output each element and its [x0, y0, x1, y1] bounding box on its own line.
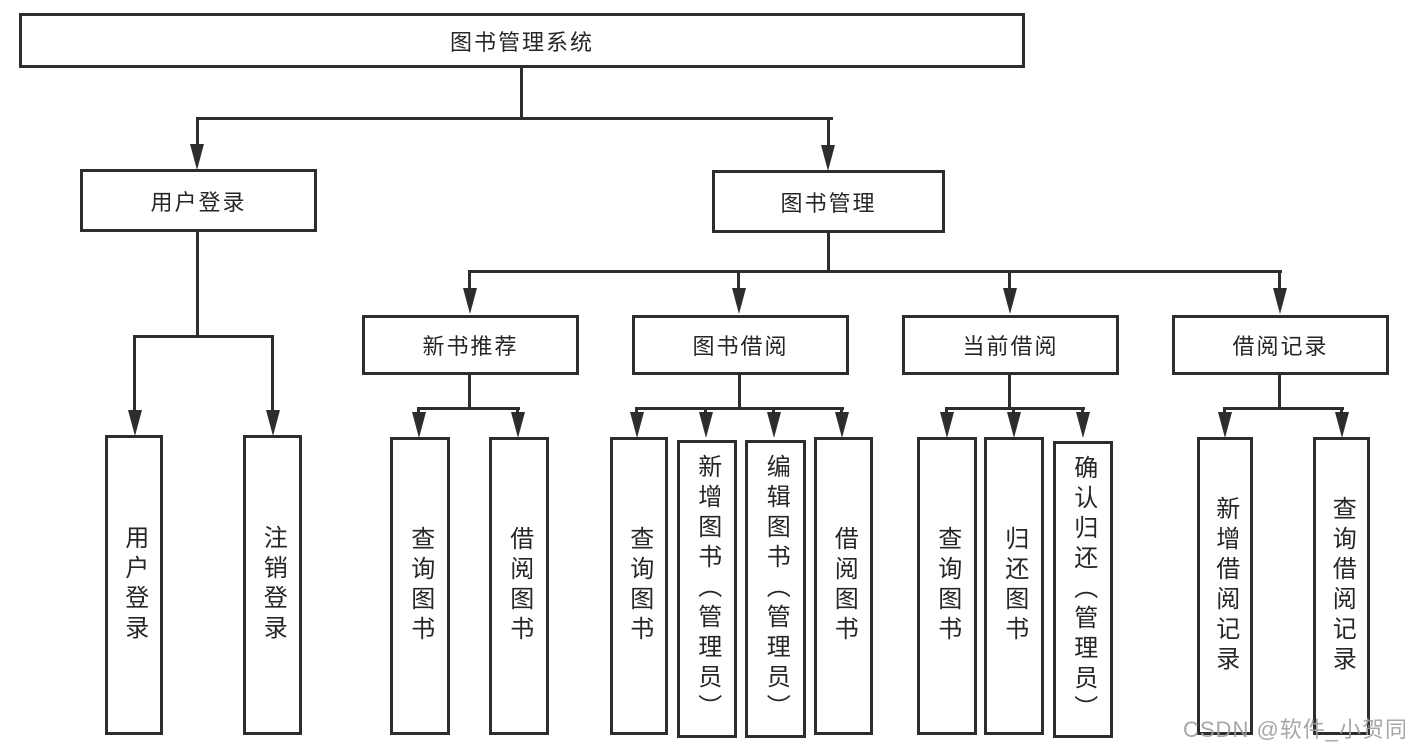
- connector-line: [772, 407, 775, 415]
- arrow-down-icon: [821, 145, 835, 171]
- leaf-query-borrow-record-label: 查询借阅记录: [1328, 496, 1356, 676]
- csdn-watermark: CSDN @软件_小贺同学: [1183, 717, 1405, 742]
- connector-line: [840, 407, 843, 415]
- connector-line: [945, 407, 948, 415]
- node-root: 图书管理系统: [19, 13, 1025, 68]
- connector-line: [133, 335, 136, 412]
- leaf-user-login: 用户登录: [105, 435, 163, 735]
- leaf-return-books-label: 归还图书: [1000, 526, 1028, 646]
- connector-line: [945, 407, 1085, 410]
- connector-line: [635, 407, 638, 415]
- node-user-login-label: 用户登录: [150, 189, 247, 215]
- arrow-down-icon: [699, 412, 713, 438]
- node-book-management: 图书管理: [712, 170, 945, 233]
- leaf-return-books: 归还图书: [984, 437, 1044, 735]
- node-current-borrowing: 当前借阅: [902, 315, 1119, 375]
- connector-line: [1340, 407, 1343, 415]
- connector-line: [196, 230, 199, 337]
- leaf-add-books-admin: 新增图书（管理员）: [677, 440, 737, 738]
- arrow-down-icon: [463, 288, 477, 314]
- node-new-book-recommend: 新书推荐: [362, 315, 579, 375]
- leaf-confirm-return-admin: 确认归还（管理员）: [1053, 441, 1113, 738]
- connector-line: [1223, 407, 1344, 410]
- leaf-query-books-2-label: 查询图书: [625, 526, 653, 646]
- node-new-book-recommend-label: 新书推荐: [422, 334, 519, 359]
- leaf-logout-label: 注销登录: [259, 525, 287, 645]
- arrow-down-icon: [1076, 412, 1090, 438]
- node-book-borrowing: 图书借阅: [632, 315, 849, 375]
- leaf-add-borrow-record: 新增借阅记录: [1197, 437, 1253, 735]
- connector-line: [635, 407, 844, 410]
- connector-line: [1012, 407, 1015, 415]
- connector-line: [417, 407, 520, 410]
- connector-line: [468, 373, 471, 409]
- connector-line: [738, 373, 741, 409]
- arrow-down-icon: [1335, 412, 1349, 438]
- arrow-down-icon: [128, 410, 142, 436]
- connector-line: [827, 117, 830, 146]
- connector-line: [196, 117, 833, 120]
- connector-line: [133, 335, 274, 338]
- arrow-down-icon: [940, 412, 954, 438]
- leaf-borrow-books-2-label: 借阅图书: [830, 526, 858, 646]
- connector-line: [1008, 373, 1011, 409]
- arrow-down-icon: [1003, 288, 1017, 314]
- connector-line: [1278, 270, 1281, 290]
- connector-line: [417, 407, 420, 415]
- leaf-borrow-books-1-label: 借阅图书: [505, 526, 533, 646]
- leaf-edit-books-admin-label: 编辑图书（管理员）: [762, 454, 790, 724]
- arrow-down-icon: [732, 288, 746, 314]
- leaf-borrow-books-2: 借阅图书: [814, 437, 873, 735]
- node-borrowing-records-label: 借阅记录: [1232, 334, 1329, 359]
- connector-line: [516, 407, 519, 415]
- connector-line: [827, 231, 830, 272]
- arrow-down-icon: [1273, 288, 1287, 314]
- connector-line: [1008, 270, 1011, 290]
- node-borrowing-records: 借阅记录: [1172, 315, 1389, 375]
- leaf-logout: 注销登录: [243, 435, 302, 735]
- leaf-add-borrow-record-label: 新增借阅记录: [1211, 496, 1239, 676]
- connector-line: [468, 270, 1282, 273]
- leaf-query-books-3-label: 查询图书: [933, 526, 961, 646]
- leaf-query-borrow-record: 查询借阅记录: [1313, 437, 1370, 735]
- leaf-edit-books-admin: 编辑图书（管理员）: [745, 440, 806, 738]
- arrow-down-icon: [190, 144, 204, 170]
- connector-line: [196, 117, 199, 146]
- leaf-query-books-1: 查询图书: [390, 437, 450, 735]
- leaf-query-books-2: 查询图书: [610, 437, 668, 735]
- node-book-management-label: 图书管理: [780, 190, 877, 216]
- leaf-query-books-1-label: 查询图书: [406, 526, 434, 646]
- connector-line: [520, 66, 523, 119]
- leaf-add-books-admin-label: 新增图书（管理员）: [693, 454, 721, 724]
- node-book-borrowing-label: 图书借阅: [692, 334, 789, 359]
- connector-line: [468, 270, 471, 290]
- connector-line: [704, 407, 707, 415]
- connector-line: [737, 270, 740, 290]
- arrow-down-icon: [1007, 412, 1021, 438]
- leaf-confirm-return-admin-label: 确认归还（管理员）: [1069, 454, 1097, 725]
- node-root-label: 图书管理系统: [449, 29, 594, 55]
- leaf-borrow-books-1: 借阅图书: [489, 437, 549, 735]
- arrow-down-icon: [630, 412, 644, 438]
- connector-line: [271, 335, 274, 412]
- arrow-down-icon: [835, 412, 849, 438]
- connector-line: [1223, 407, 1226, 415]
- leaf-user-login-label: 用户登录: [120, 525, 148, 645]
- connector-line: [1081, 407, 1084, 415]
- leaf-query-books-3: 查询图书: [917, 437, 977, 735]
- arrow-down-icon: [511, 412, 525, 438]
- node-current-borrowing-label: 当前借阅: [962, 334, 1059, 359]
- arrow-down-icon: [767, 412, 781, 438]
- arrow-down-icon: [1218, 412, 1232, 438]
- arrow-down-icon: [266, 410, 280, 436]
- arrow-down-icon: [412, 412, 426, 438]
- node-user-login: 用户登录: [80, 169, 317, 232]
- connector-line: [1278, 373, 1281, 409]
